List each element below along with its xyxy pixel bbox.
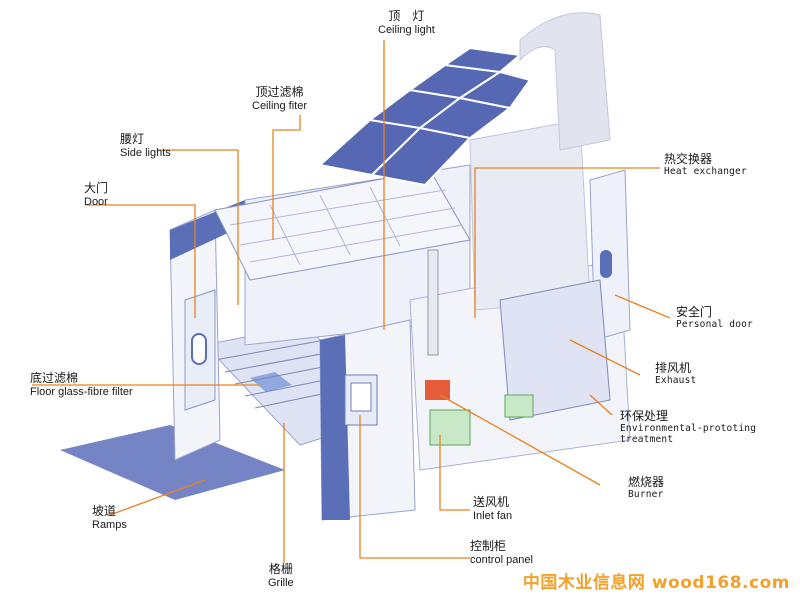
label-environmental: 环保处理 Environmental-prototing treatment <box>620 409 757 446</box>
label-heat-exchanger-zh: 热交换器 <box>664 152 713 166</box>
label-personal-door-en: Personal door <box>676 318 753 330</box>
ramp <box>60 425 285 500</box>
label-exhaust-zh: 排风机 <box>655 361 692 375</box>
label-grille: 格栅 Grille <box>268 562 294 589</box>
label-inlet-fan-en: Inlet fan <box>473 509 513 522</box>
label-grille-en: Grille <box>268 576 294 589</box>
label-exhaust-en: Exhaust <box>655 374 697 386</box>
label-door: 大门 Door <box>84 181 109 208</box>
label-floor-filter: 底过滤棉 Floor glass-fibre filter <box>30 371 133 398</box>
label-ceiling-filter: 顶过滤棉 Ceiling fiter <box>252 85 308 112</box>
heat-exchanger-block <box>469 119 591 311</box>
leader-ramps <box>109 479 206 516</box>
leader-inlet-fan <box>439 435 470 511</box>
label-inlet-fan: 送风机 Inlet fan <box>473 495 513 522</box>
label-side-lights: 腰灯 Side lights <box>120 132 171 159</box>
label-burner: 燃烧器 Burner <box>628 475 665 501</box>
watermark: 中国木业信息网 wood168.com <box>522 573 790 593</box>
leader-door <box>86 204 196 318</box>
label-personal-door: 安全门 Personal door <box>676 305 753 331</box>
label-environmental-en1: Environmental-prototing <box>620 422 757 434</box>
leader-side-lights <box>158 149 239 305</box>
label-ramps-zh: 坡道 <box>92 504 117 518</box>
chimney <box>427 249 439 356</box>
label-control-panel-zh: 控制柜 <box>470 539 507 553</box>
door-window <box>191 333 207 365</box>
label-grille-zh: 格栅 <box>268 562 293 576</box>
leader-environmental <box>589 394 613 416</box>
leader-exhaust <box>569 339 641 376</box>
label-personal-door-zh: 安全门 <box>676 305 713 319</box>
label-control-panel-en: control panel <box>470 553 533 566</box>
label-ceiling-filter-en: Ceiling fiter <box>252 99 308 112</box>
label-floor-filter-en: Floor glass-fibre filter <box>30 385 133 398</box>
label-ceiling-light-en: Ceiling light <box>378 23 435 36</box>
label-inlet-fan-zh: 送风机 <box>473 495 510 509</box>
label-side-lights-zh: 腰灯 <box>120 132 145 146</box>
inlet-fan-box <box>429 409 471 446</box>
burner-box <box>425 380 450 400</box>
personal-door-window <box>600 250 612 278</box>
label-heat-exchanger-en: Heat exchanger <box>664 165 747 177</box>
duct <box>519 12 611 151</box>
label-floor-filter-zh: 底过滤棉 <box>30 371 79 385</box>
label-control-panel: 控制柜 control panel <box>470 539 533 566</box>
label-environmental-zh: 环保处理 <box>620 409 669 423</box>
label-environmental-en2: treatment <box>620 433 674 445</box>
leader-control-panel <box>359 415 470 559</box>
label-door-zh: 大门 <box>84 181 109 195</box>
label-ceiling-light: 顶 灯 Ceiling light <box>378 9 435 36</box>
label-ramps: 坡道 Ramps <box>92 504 127 531</box>
label-ramps-en: Ramps <box>92 518 127 531</box>
label-door-en: Door <box>84 195 108 208</box>
exhaust-fan-box <box>504 394 534 418</box>
leader-lines <box>32 40 671 563</box>
label-heat-exchanger: 热交换器 Heat exchanger <box>664 152 747 178</box>
label-ceiling-filter-zh: 顶过滤棉 <box>255 85 304 99</box>
env-filter-panels <box>499 279 611 421</box>
leader-burner <box>439 394 601 486</box>
floor-filter-patch <box>250 372 292 392</box>
leader-personal-door <box>614 294 671 319</box>
label-burner-en: Burner <box>628 488 664 500</box>
front-right-blue <box>320 335 350 520</box>
label-exhaust: 排风机 Exhaust <box>655 361 697 387</box>
label-side-lights-en: Side lights <box>120 146 171 159</box>
leader-heat-exchanger <box>474 167 660 318</box>
label-ceiling-light-zh: 顶 灯 <box>388 9 425 23</box>
ceiling-grid <box>229 186 463 266</box>
leader-ceiling-filter <box>272 115 301 240</box>
label-burner-zh: 燃烧器 <box>628 475 665 489</box>
